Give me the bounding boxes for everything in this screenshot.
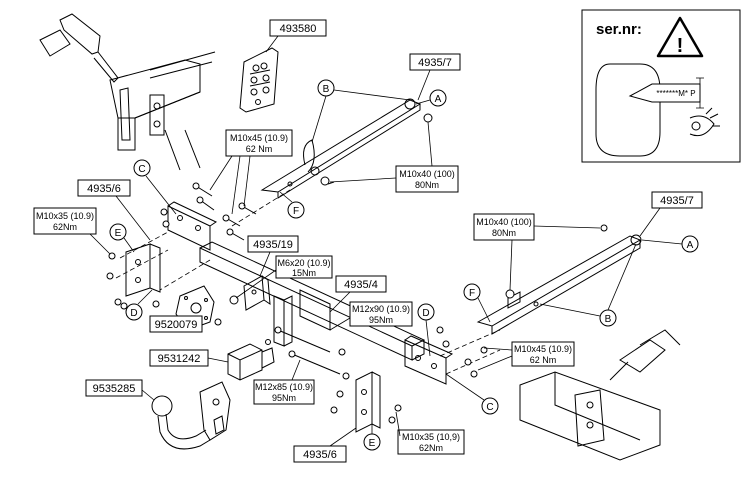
svg-text:D: D <box>130 308 137 319</box>
svg-text:F: F <box>469 288 475 299</box>
svg-text:B: B <box>323 84 330 95</box>
serial-plate-text: *******M* P <box>656 89 695 98</box>
callout-letters: B A F C E D A F B D C E <box>109 79 699 451</box>
svg-text:95Nm: 95Nm <box>272 393 296 403</box>
crossbar <box>167 201 454 385</box>
tow-ball-neck <box>151 381 231 450</box>
electrics-bracket <box>229 275 271 311</box>
torque-label-center: M12x90 (10.9) 95Nm <box>329 301 413 331</box>
svg-text:M6x20 (10.9): M6x20 (10.9) <box>277 258 330 268</box>
svg-text:M10x45 (10.9): M10x45 (10.9) <box>230 133 288 143</box>
svg-text:M10x45 (10.9): M10x45 (10.9) <box>514 344 572 354</box>
electric-socket <box>227 339 275 381</box>
part-label-ball: 9535285 <box>93 383 136 395</box>
torque-label-bottom: M12x85 (10.9) 95Nm <box>253 359 315 405</box>
svg-text:!: ! <box>677 35 684 57</box>
torque-label-top-right: M10x40 (100) 80Nm <box>329 121 459 193</box>
part-label-sidemember-right: 4935/7 <box>660 195 694 207</box>
bracket-kit-bag <box>239 47 279 113</box>
part-box-sidemember-right <box>651 191 703 209</box>
svg-text:80Nm: 80Nm <box>415 180 439 190</box>
torque-label-lower-right: M10x45 (10.9) 62 Nm <box>477 341 575 371</box>
part-box-ball <box>85 379 143 397</box>
part-label-bracket-kit: 493580 <box>280 23 317 35</box>
eye-icon <box>689 107 720 137</box>
part-box-sidemember-top <box>409 53 461 71</box>
torque-label-electric: M6x20 (10.9) 15Nm <box>235 255 333 299</box>
warning-triangle-icon: ! <box>656 16 704 58</box>
part-label-sidemember-top: 4935/7 <box>418 57 452 69</box>
svg-text:62Nm: 62Nm <box>419 443 443 453</box>
svg-text:80Nm: 80Nm <box>492 228 516 238</box>
svg-text:M12x85 (10.9): M12x85 (10.9) <box>255 382 313 392</box>
svg-text:62 Nm: 62 Nm <box>246 144 273 154</box>
svg-text:C: C <box>138 164 145 175</box>
right-sidemember-lower <box>476 234 642 335</box>
svg-text:M10x40 (100): M10x40 (100) <box>476 217 532 227</box>
part-label-left-bracket-bottom: 4935/6 <box>303 449 337 461</box>
socket-plate <box>175 285 222 331</box>
serial-title: ser.nr: <box>596 21 642 38</box>
left-mounting-bracket <box>125 243 161 297</box>
svg-text:M10x40 (100): M10x40 (100) <box>399 169 455 179</box>
right-mounting-bracket <box>355 371 381 433</box>
torque-label-mid-right: M10x40 (100) 80Nm <box>473 213 601 291</box>
svg-text:M10x35 (10,9): M10x35 (10,9) <box>402 432 460 442</box>
vehicle-chassis-bottom-right <box>519 329 681 461</box>
svg-text:A: A <box>435 94 442 105</box>
part-box-socket-plate <box>149 315 203 333</box>
part-label-left-bracket: 4935/6 <box>87 183 121 195</box>
svg-text:D: D <box>422 308 429 319</box>
part-box-left-bracket-bottom <box>293 445 347 463</box>
part-box-electrics <box>247 235 299 253</box>
svg-text:M10x35 (10.9): M10x35 (10.9) <box>36 211 94 221</box>
svg-text:F: F <box>293 206 299 217</box>
torque-label-bottom-right: M10x35 (10,9) 62Nm <box>395 411 465 455</box>
part-label-socket: 9531242 <box>158 353 201 365</box>
svg-text:E: E <box>369 438 376 449</box>
part-label-crossbar: 4935/4 <box>344 279 378 291</box>
right-sidemember-upper <box>260 98 422 199</box>
svg-text:C: C <box>486 402 493 413</box>
part-label-socket-plate: 9520079 <box>155 319 198 331</box>
svg-text:15Nm: 15Nm <box>292 268 316 278</box>
torque-label-left: M10x35 (10.9) 62Nm <box>33 207 111 255</box>
svg-text:62 Nm: 62 Nm <box>530 355 557 365</box>
serial-number-panel: ser.nr: ! *******M* P <box>581 9 741 163</box>
svg-text:M12x90 (10.9): M12x90 (10.9) <box>352 304 410 314</box>
bolt-m10x40-lower <box>505 224 608 299</box>
svg-text:E: E <box>115 228 122 239</box>
part-box-left-bracket <box>77 179 131 197</box>
svg-text:95Nm: 95Nm <box>369 315 393 325</box>
torque-label-top-left: M10x45 (10.9) 62 Nm <box>209 129 293 215</box>
svg-text:62Nm: 62Nm <box>53 222 77 232</box>
vehicle-chassis-top-left <box>39 13 216 171</box>
assembly-dashed-lines <box>115 189 501 375</box>
part-label-electrics: 4935/19 <box>253 239 293 251</box>
svg-text:B: B <box>605 314 612 325</box>
part-box-bracket-kit <box>269 19 327 37</box>
svg-text:A: A <box>687 240 694 251</box>
bolt-set <box>106 182 488 424</box>
part-box-crossbar <box>335 275 387 293</box>
bolt-m10x40-upper <box>320 113 433 186</box>
serial-plate-illustration <box>595 63 704 157</box>
